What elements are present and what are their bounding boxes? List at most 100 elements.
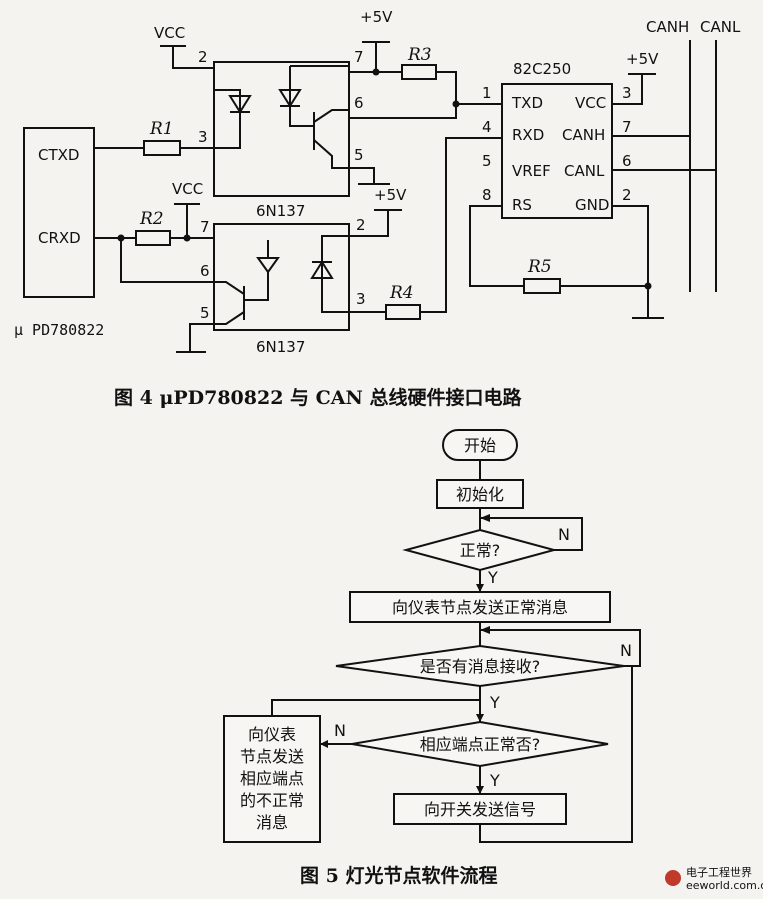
flow-outer-loop-arrowhead [480, 626, 490, 634]
crxd-to-pin6-wire [120, 238, 214, 283]
watermark-name: 电子工程世界 [686, 866, 752, 879]
figure4-circuit: CTXD CRXD μ PD780822 6N137 6N137 [14, 8, 741, 409]
opto-bottom-transistor-collector [214, 281, 245, 295]
transceiver-pin3-num: 3 [622, 84, 632, 102]
flow-arrow-3-head [476, 584, 484, 592]
transceiver-pin-txd: TXD [511, 94, 543, 112]
flow-normal-no-label: N [558, 525, 570, 544]
opto-top-led-symbol [228, 95, 252, 114]
rs-wire [469, 205, 524, 287]
opto-top-led-wiring [214, 89, 241, 149]
r3-to-txd-wire [436, 71, 457, 104]
p5v-right-wire [612, 74, 643, 105]
p5v-mid-wire [349, 210, 389, 237]
opto-bottom-led-wiring [321, 235, 349, 313]
opto-bottom-box [213, 223, 350, 331]
flow-send-abnormal-line-2: 节点发送 [240, 747, 304, 766]
flow-received-no-label: N [620, 641, 632, 660]
opto-bottom-name: 6N137 [256, 338, 305, 356]
opto-bottom-pin2-num: 2 [356, 216, 366, 234]
flow-check-normal-label: 正常? [460, 541, 501, 560]
transceiver-pin7-num: 7 [622, 118, 632, 136]
transceiver-pin-rs: RS [512, 196, 532, 214]
opto-top-pin6-num: 6 [354, 94, 364, 112]
resistor-r2 [135, 230, 171, 246]
opto-top-box [213, 61, 350, 197]
opto-top-pd-symbol [278, 89, 302, 108]
opto-bottom-pd-symbol [256, 257, 280, 274]
flow-normal-no-loop [480, 517, 583, 551]
flow-send-abnormal-box [223, 715, 321, 843]
mcu-name: μ PD780822 [14, 321, 104, 339]
flow-endpoint-no-arrowhead [320, 740, 328, 748]
p5v-label-top: +5V [360, 8, 393, 26]
flow-endpoint-yes-label: Y [489, 771, 500, 790]
opto-bottom-transistor-emitter [214, 311, 245, 325]
figure4-caption: 图 4 μPD780822 与 CAN 总线硬件接口电路 [114, 386, 523, 409]
watermark-logo: 电子工程世界 eeworld.com.cn [665, 866, 763, 892]
opto-top-pin3-num: 3 [198, 128, 208, 146]
flow-normal-yes-label: Y [487, 568, 498, 587]
opto-bottom-pin7-num: 7 [200, 218, 210, 236]
flow-send-abnormal-line-5: 消息 [256, 813, 288, 832]
opto-bottom-pin3-num: 3 [356, 290, 366, 308]
transceiver-pin8-num: 8 [482, 186, 492, 204]
transceiver-pin-canl: CANL [564, 162, 605, 180]
flow-send-abnormal-line-1: 向仪表 [248, 725, 296, 744]
resistor-r3 [401, 64, 437, 80]
flow-start-label: 开始 [464, 436, 496, 455]
figure5-flowchart: 开始 初始化 N 正常? Y 向仪表节点发送正常消息 N 是否有消息接收? Y … [223, 429, 641, 887]
watermark-icon [665, 870, 681, 886]
transceiver-pin4-num: 4 [482, 118, 492, 136]
flow-outer-loop-top [480, 629, 641, 667]
opto-top-transistor-collector [313, 109, 349, 123]
mcu-pin-crxd: CRXD [38, 229, 81, 247]
opto-top-pin7-num: 7 [354, 48, 364, 66]
transceiver-pin-vcc: VCC [575, 94, 606, 112]
transceiver-box [501, 83, 613, 219]
resistor-r5 [523, 278, 561, 294]
transceiver-pin5-num: 5 [482, 152, 492, 170]
opto-top-name: 6N137 [256, 202, 305, 220]
gnd-wire [612, 205, 649, 318]
vcc-top-wire [172, 46, 214, 69]
opto-bottom-led-symbol [310, 260, 334, 279]
opto-top-pd-to-base [289, 106, 314, 127]
r4-to-rxd-wire [420, 137, 502, 313]
p5v-label-right: +5V [626, 50, 659, 68]
watermark-url: eeworld.com.cn [686, 879, 763, 892]
resistor-r3-label: R3 [407, 45, 432, 65]
transceiver-pin1-num: 1 [482, 84, 492, 102]
flow-check-received-label: 是否有消息接收? [420, 657, 541, 676]
resistor-r1-label: R1 [149, 119, 174, 139]
transceiver-pin-rxd: RXD [512, 126, 544, 144]
flow-arrow-6-head [476, 786, 484, 794]
resistor-r1 [143, 140, 181, 156]
resistor-r5-label: R5 [527, 257, 552, 277]
flow-received-yes-label: Y [489, 693, 500, 712]
opto-top-transistor-emitter [313, 139, 349, 169]
transceiver-name: 82C250 [513, 60, 571, 78]
opto-top-pin2-num: 2 [198, 48, 208, 66]
flow-abnormal-return-wire [271, 699, 480, 716]
figure5-caption: 图 5 灯光节点软件流程 [300, 864, 497, 887]
resistor-r2-label: R2 [139, 209, 164, 229]
mcu-box [23, 127, 95, 298]
flow-arrow-5-head [476, 714, 484, 722]
resistor-r4 [385, 304, 421, 320]
opto-bottom-pd-wire [244, 272, 269, 301]
p5v-label-mid: +5V [374, 186, 407, 204]
transceiver-pin2-num: 2 [622, 186, 632, 204]
bus-canl-label: CANL [700, 18, 741, 36]
opto-top-pin5-num: 5 [354, 146, 364, 164]
opto-top-pin5-wire [349, 167, 375, 184]
vcc-label-top: VCC [154, 24, 185, 42]
transceiver-pin6-num: 6 [622, 152, 632, 170]
vcc-label-bottom: VCC [172, 180, 203, 198]
opto-bottom-pin5-num: 5 [200, 304, 210, 322]
flow-endpoint-no-label: N [334, 721, 346, 740]
transceiver-pin-gnd: GND [575, 196, 609, 214]
flow-init-label: 初始化 [456, 485, 504, 504]
